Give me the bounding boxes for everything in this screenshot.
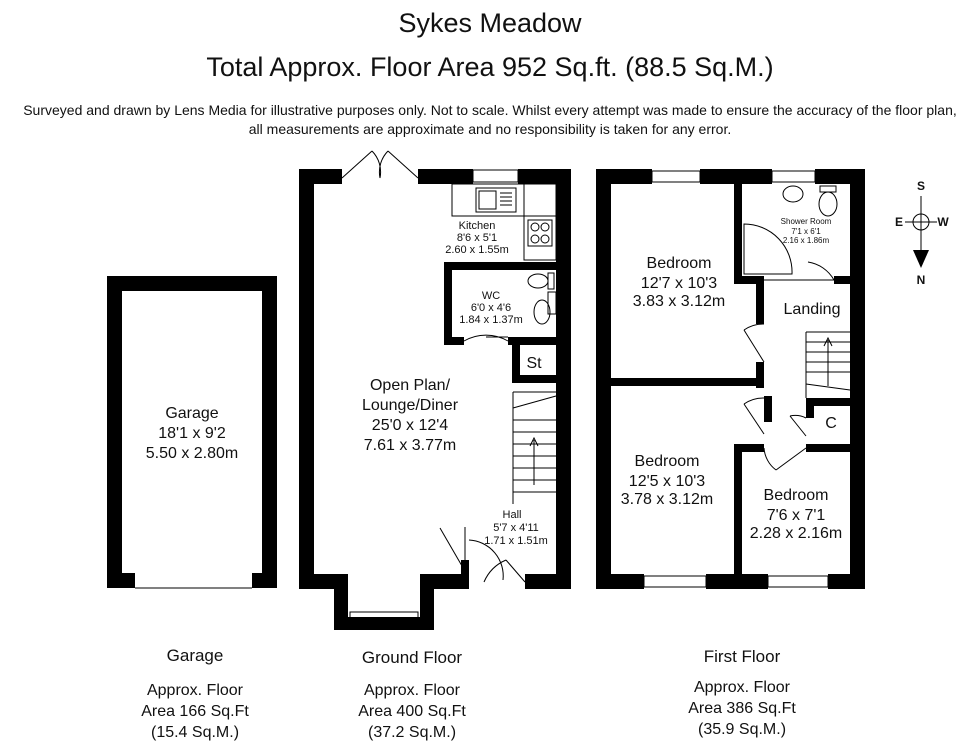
svg-text:Shower Room: Shower Room (781, 217, 832, 226)
svg-text:First Floor: First Floor (704, 647, 781, 666)
svg-text:Area 400 Sq.Ft: Area 400 Sq.Ft (358, 703, 466, 720)
svg-text:WC: WC (482, 290, 500, 302)
svg-text:18'1 x 9'2: 18'1 x 9'2 (158, 425, 226, 442)
svg-text:(37.2 Sq.M.): (37.2 Sq.M.) (368, 724, 456, 741)
garage-plan (107, 276, 277, 589)
cupboard-label: C (825, 415, 837, 432)
hob (527, 219, 553, 247)
svg-text:5'7 x 4'11: 5'7 x 4'11 (493, 522, 539, 534)
svg-text:1.84 x 1.37m: 1.84 x 1.37m (459, 314, 523, 326)
ground-floor-plan (299, 150, 571, 630)
bedroom3-label: Bedroom 7'6 x 7'1 2.28 x 2.16m (750, 487, 843, 542)
first-stairs (805, 331, 851, 398)
svg-text:Garage: Garage (165, 405, 218, 422)
wc-label: WC 6'0 x 4'6 1.84 x 1.37m (459, 290, 523, 326)
svg-text:Lounge/Diner: Lounge/Diner (362, 397, 459, 414)
svg-text:12'7 x 10'3: 12'7 x 10'3 (641, 275, 717, 292)
svg-text:Bedroom: Bedroom (635, 453, 700, 470)
svg-text:3.83 x 3.12m: 3.83 x 3.12m (633, 293, 726, 310)
svg-text:Kitchen: Kitchen (459, 220, 496, 232)
svg-text:Ground Floor: Ground Floor (362, 648, 462, 667)
svg-text:7'1 x 6'1: 7'1 x 6'1 (791, 227, 821, 236)
svg-text:2.16 x 1.86m: 2.16 x 1.86m (783, 236, 830, 245)
svg-text:8'6 x 5'1: 8'6 x 5'1 (457, 232, 497, 244)
kitchen-label: Kitchen 8'6 x 5'1 2.60 x 1.55m (445, 220, 509, 256)
svg-text:6'0 x 4'6: 6'0 x 4'6 (471, 302, 511, 314)
store-label: St (526, 355, 542, 372)
svg-text:2.60 x 1.55m: 2.60 x 1.55m (445, 244, 509, 256)
sink (475, 187, 517, 213)
compass-icon: S N E W (895, 179, 949, 287)
svg-text:Area 386 Sq.Ft: Area 386 Sq.Ft (688, 700, 796, 717)
svg-text:Garage: Garage (167, 646, 224, 665)
svg-text:7.61 x 3.77m: 7.61 x 3.77m (364, 437, 457, 454)
bedroom1-door (743, 329, 765, 363)
svg-text:25'0 x 12'4: 25'0 x 12'4 (372, 417, 448, 434)
shower-door (807, 261, 835, 281)
bedroom1-label: Bedroom 12'7 x 10'3 3.83 x 3.12m (633, 255, 726, 310)
bedroom2-label: Bedroom 12'5 x 10'3 3.78 x 3.12m (621, 453, 714, 508)
plan-title: Sykes Meadow (398, 8, 582, 38)
compass-label-left: E (895, 215, 903, 229)
svg-text:Bedroom: Bedroom (764, 487, 829, 504)
svg-text:Approx. Floor: Approx. Floor (694, 679, 791, 696)
svg-text:Area 166 Sq.Ft: Area 166 Sq.Ft (141, 703, 249, 720)
garage-floor-caption: Garage Approx. Floor Area 166 Sq.Ft (15.… (141, 646, 249, 741)
disclaimer-line-1: Surveyed and drawn by Lens Media for ill… (23, 102, 957, 118)
svg-text:Open Plan/: Open Plan/ (370, 377, 451, 394)
ground-floor-caption: Ground Floor Approx. Floor Area 400 Sq.F… (358, 648, 466, 741)
first-floor-caption: First Floor Approx. Floor Area 386 Sq.Ft… (688, 647, 796, 738)
landing-label: Landing (784, 301, 841, 318)
disclaimer-line-2: all measurements are approximate and no … (248, 121, 732, 137)
shower-fittings (743, 185, 838, 275)
svg-text:2.28 x 2.16m: 2.28 x 2.16m (750, 525, 843, 542)
svg-text:Hall: Hall (503, 509, 522, 521)
compass-label-right: W (937, 215, 949, 229)
svg-text:5.50 x 2.80m: 5.50 x 2.80m (146, 445, 239, 462)
disclaimer: Surveyed and drawn by Lens Media for ill… (0, 101, 980, 139)
svg-text:Approx. Floor: Approx. Floor (364, 682, 461, 699)
lounge-label: Open Plan/ Lounge/Diner 25'0 x 12'4 7.61… (362, 377, 459, 454)
front-door (505, 559, 526, 583)
compass-label-bottom: N (917, 273, 926, 287)
svg-text:Approx. Floor: Approx. Floor (147, 682, 244, 699)
svg-text:(35.9 Sq.M.): (35.9 Sq.M.) (698, 721, 786, 738)
wc-fittings (527, 272, 555, 325)
total-area: Total Approx. Floor Area 952 Sq.ft. (88.… (206, 52, 774, 82)
garage-label: Garage 18'1 x 9'2 5.50 x 2.80m (146, 405, 239, 462)
ground-stairs (512, 391, 557, 504)
first-floor-plan (596, 169, 865, 589)
svg-text:12'5 x 10'3: 12'5 x 10'3 (629, 473, 705, 490)
svg-text:1.71 x 1.51m: 1.71 x 1.51m (484, 535, 548, 547)
svg-text:(15.4 Sq.M.): (15.4 Sq.M.) (151, 724, 239, 741)
svg-text:7'6 x 7'1: 7'6 x 7'1 (767, 507, 826, 524)
shower-room-label: Shower Room 7'1 x 6'1 2.16 x 1.86m (781, 217, 832, 245)
svg-text:3.78 x 3.12m: 3.78 x 3.12m (621, 491, 714, 508)
compass-label-top: S (917, 179, 925, 193)
wc-door (463, 334, 509, 342)
french-doors (341, 150, 419, 179)
svg-text:Bedroom: Bedroom (647, 255, 712, 272)
bedroom3-door (775, 447, 807, 471)
hall-label: Hall 5'7 x 4'11 1.71 x 1.51m (484, 509, 548, 547)
hall-door-inner (439, 527, 463, 567)
